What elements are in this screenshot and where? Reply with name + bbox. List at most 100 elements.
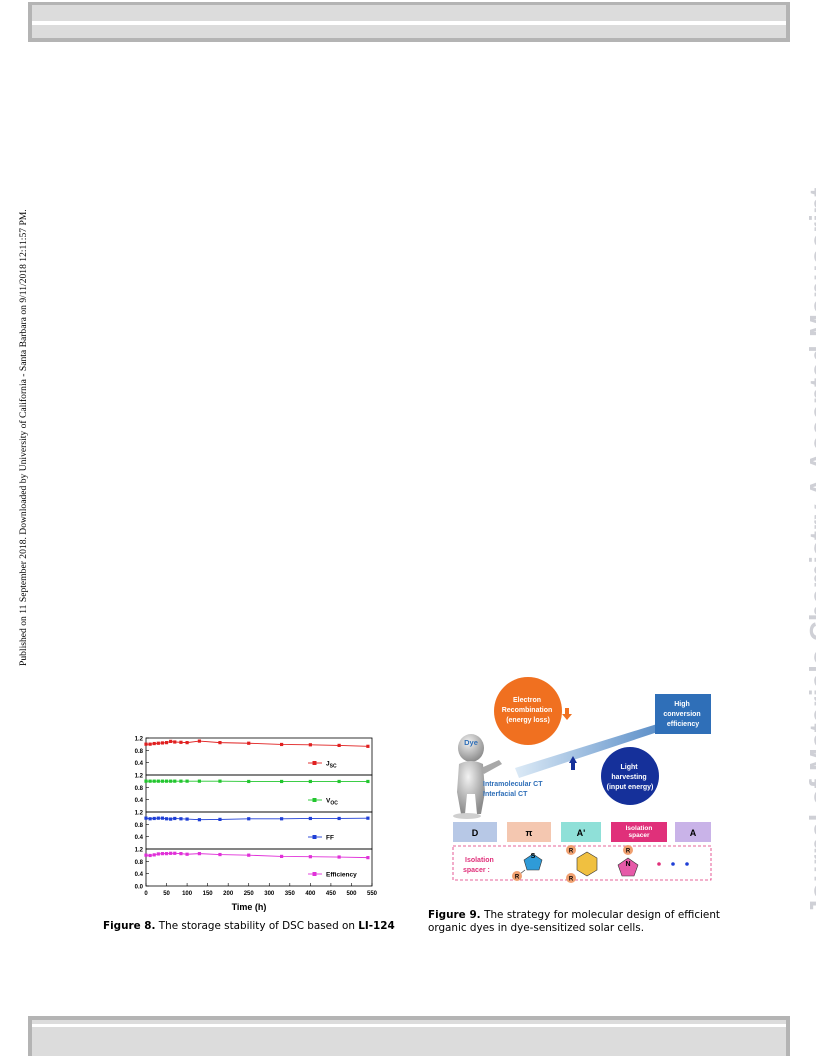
panel-frame <box>145 848 373 887</box>
data-point-jsc <box>173 740 177 744</box>
data-point-eff <box>366 856 370 860</box>
block-pi-label: π <box>526 828 533 838</box>
data-point-ff <box>366 816 370 820</box>
data-point-ff <box>337 816 341 821</box>
light-line-3: (input energy) <box>607 784 654 791</box>
series-line-ff <box>145 817 368 821</box>
data-point-voc <box>144 779 148 783</box>
data-point-jsc <box>160 741 165 745</box>
recombination-circle <box>494 677 562 745</box>
data-point-jsc <box>179 740 183 744</box>
published-notice-text: Published on 11 September 2018. Download… <box>18 209 29 666</box>
data-point-voc <box>148 779 152 783</box>
x-tick-label: 50 <box>163 891 170 897</box>
data-point-jsc <box>148 742 152 746</box>
top-header-bar <box>28 2 790 42</box>
data-point-voc <box>160 779 165 783</box>
recombination-line-1: Electron <box>513 697 541 704</box>
figure-9-caption-text: The strategy for molecular design of eff… <box>428 909 720 934</box>
light-line-1: Light <box>620 764 638 771</box>
dye-label: Dye <box>464 738 478 747</box>
benzene-icon: R R <box>566 845 598 883</box>
high-eff-line-1: High <box>674 701 690 708</box>
data-point-ff <box>308 816 312 821</box>
design-block-a: A <box>675 822 711 842</box>
isolation-label-2: spacer : <box>463 867 490 874</box>
x-tick-label: 300 <box>264 891 275 897</box>
thiophene-r-label: R <box>515 875 520 881</box>
design-block-d: D <box>453 822 497 842</box>
svg-text:Electron Recombination: Electron Recombination (energy loss) <box>502 697 555 724</box>
figure-8-caption-text: The storage stability of DSC based on <box>158 920 355 932</box>
data-point-voc <box>152 779 156 783</box>
legend-label-eff: Efficiency <box>326 872 357 879</box>
legend-label-voc: VOC <box>326 798 338 807</box>
data-point-jsc <box>152 741 156 746</box>
x-tick-label: 200 <box>223 891 234 897</box>
data-point-eff <box>156 852 160 856</box>
data-point-eff <box>280 854 284 858</box>
data-point-ff <box>218 817 222 821</box>
high-efficiency-box <box>655 694 711 734</box>
legend-marker-eff <box>312 872 317 876</box>
data-point-ff <box>169 817 173 821</box>
svg-text:High conversion effici: High conversion efficiency <box>663 701 702 728</box>
pyrrole-icon: R N <box>617 845 639 877</box>
published-notice: Published on 11 September 2018. Download… <box>4 160 29 666</box>
y-tick-label: 1.2 <box>135 811 144 817</box>
thiophene-s-label: S <box>531 853 536 860</box>
y-tick-label: 0.0 <box>135 885 144 891</box>
benzene-r2-label: R <box>569 877 574 883</box>
journal-watermark-text: Journal of Materials Chemistry A Accepte… <box>804 187 816 915</box>
recombination-line-2: Recombination <box>502 707 553 714</box>
benzene-r1-label: R <box>569 849 574 855</box>
data-point-ff <box>280 817 284 821</box>
data-point-voc <box>197 779 202 783</box>
data-point-voc <box>366 779 370 784</box>
data-point-ff <box>152 816 156 821</box>
data-point-voc <box>218 779 222 783</box>
data-point-jsc <box>308 743 312 747</box>
figure-8-caption-label: Figure 8. <box>103 920 156 932</box>
x-tick-label: 400 <box>305 891 316 897</box>
data-point-ff <box>179 817 183 821</box>
data-point-jsc <box>218 741 222 745</box>
up-arrow-icon <box>569 756 577 770</box>
data-point-jsc <box>156 741 160 745</box>
chart-series <box>144 739 370 860</box>
ct-line-2: Interfacial CT <box>483 791 528 798</box>
chart-axes: 0.40.81.20.40.81.20.40.81.20.00.40.81.20… <box>135 737 378 898</box>
block-a-prime-label: A' <box>577 828 586 838</box>
data-point-ff <box>185 817 189 821</box>
dye-person-figure <box>453 734 502 819</box>
data-point-eff <box>169 851 173 855</box>
pyrrole-r-label: R <box>626 849 631 855</box>
high-eff-line-3: efficiency <box>667 721 699 728</box>
svg-text:Light harvesting (inpu: Light harvesting (input energy) <box>607 764 654 791</box>
y-tick-label: 0.4 <box>135 835 144 841</box>
design-block-a-prime: A' <box>561 822 601 842</box>
legend-marker-voc <box>312 798 317 802</box>
data-point-jsc <box>337 743 341 747</box>
isolation-label-1: Isolation <box>465 857 494 864</box>
data-point-voc <box>185 779 189 783</box>
x-tick-label: 0 <box>144 891 148 897</box>
figure-9-caption-label: Figure 9. <box>428 909 481 921</box>
light-line-2: harvesting <box>611 774 646 781</box>
legend-label-jsc: JSC <box>326 761 337 770</box>
data-point-jsc <box>169 739 173 743</box>
y-tick-label: 0.8 <box>135 749 144 755</box>
x-tick-label: 150 <box>203 891 214 897</box>
data-point-voc <box>169 779 173 783</box>
data-point-eff <box>247 853 251 857</box>
block-a-label: A <box>690 828 697 838</box>
ct-line-1: Intramolecular CT <box>483 781 543 788</box>
design-block-pi: π <box>507 822 551 842</box>
data-point-ff <box>197 818 202 822</box>
isolation-spacer-box <box>452 845 712 881</box>
data-point-eff <box>185 852 189 856</box>
figure-9-caption: Figure 9. The strategy for molecular des… <box>428 909 720 935</box>
high-eff-line-2: conversion <box>663 711 700 718</box>
block-d-label: D <box>472 828 479 838</box>
y-tick-label: 0.8 <box>135 823 144 829</box>
